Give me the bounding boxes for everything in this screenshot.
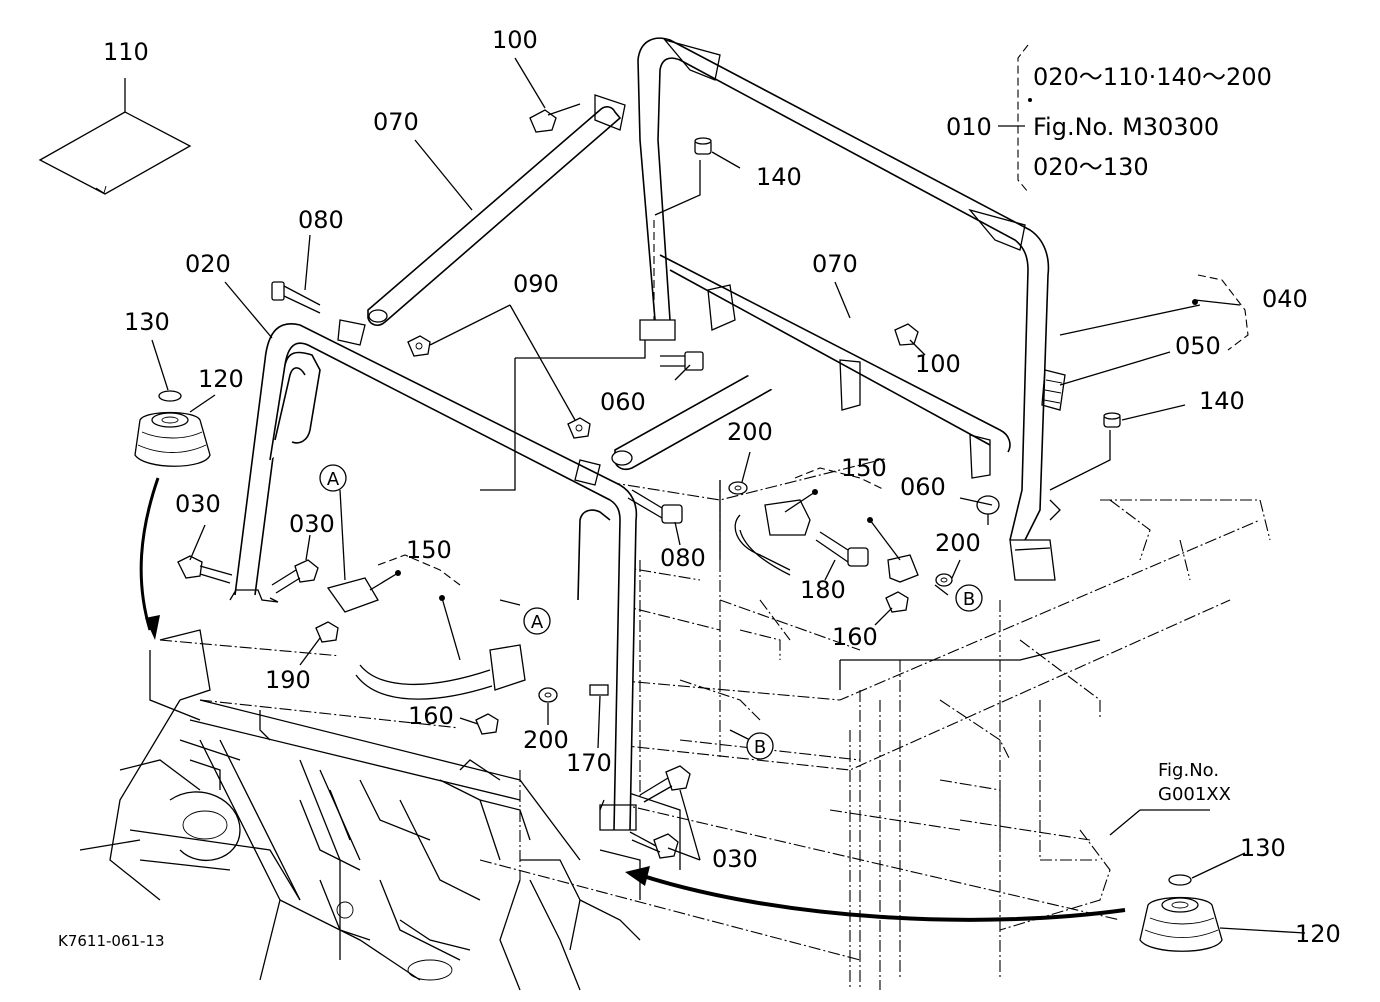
bolt-030-left-b bbox=[271, 559, 319, 594]
grommet-left bbox=[134, 390, 211, 467]
svg-text:A: A bbox=[531, 612, 544, 633]
note-line-3: 020～130 bbox=[1033, 153, 1149, 181]
callout-030-left-b[interactable]: 030 bbox=[289, 510, 335, 538]
callout-170[interactable]: 170 bbox=[566, 749, 612, 777]
callout-040[interactable]: 040 bbox=[1262, 285, 1308, 313]
callout-140-right[interactable]: 140 bbox=[1199, 387, 1245, 415]
arrow-left-curve bbox=[139, 477, 160, 640]
note-line-1: 020～110·140～200 bbox=[1033, 63, 1272, 91]
bolt-100-top bbox=[529, 103, 581, 133]
callout-130-left[interactable]: 130 bbox=[124, 308, 170, 336]
bolt-030-bottom bbox=[629, 765, 691, 859]
callout-150-left[interactable]: 150 bbox=[406, 536, 452, 564]
group-bracket-150-right bbox=[784, 467, 901, 561]
callout-070-left[interactable]: 070 bbox=[373, 108, 419, 136]
callout-160-right[interactable]: 160 bbox=[832, 623, 878, 651]
nut-090-a bbox=[407, 335, 431, 357]
group-bracket-040 bbox=[1192, 274, 1249, 351]
washer-200-b bbox=[935, 573, 953, 587]
group-bracket-010 bbox=[998, 44, 1032, 193]
fig-ref-line-2: G001XX bbox=[1158, 784, 1231, 805]
arrow-right-curve bbox=[625, 866, 1126, 922]
callout-100-top[interactable]: 100 bbox=[492, 26, 538, 54]
callout-120-right[interactable]: 120 bbox=[1295, 920, 1341, 948]
callout-050[interactable]: 050 bbox=[1175, 332, 1221, 360]
callout-110[interactable]: 110 bbox=[103, 38, 149, 66]
rops-frame-front bbox=[229, 319, 638, 831]
callout-030-left-a[interactable]: 030 bbox=[175, 490, 221, 518]
callout-180[interactable]: 180 bbox=[800, 576, 846, 604]
cap-140-right bbox=[1103, 412, 1121, 428]
mark-b-top[interactable]: B bbox=[955, 584, 983, 612]
callout-080-top[interactable]: 080 bbox=[298, 206, 344, 234]
callout-010[interactable]: 010 bbox=[946, 113, 992, 141]
callout-labels: 110 100 070 140 080 020 090 070 130 120 … bbox=[103, 26, 1341, 948]
leader-lines bbox=[151, 57, 1306, 934]
seat-belt-left bbox=[326, 577, 526, 700]
drawing-code: K7611-061-13 bbox=[58, 932, 165, 950]
bolt-100-mid bbox=[894, 323, 919, 346]
seat-belt-right bbox=[734, 499, 919, 583]
assembly-note: 010 020～110·140～200 Fig.No. M30300 020～1… bbox=[946, 63, 1272, 181]
callout-150-right[interactable]: 150 bbox=[841, 454, 887, 482]
callout-130-right[interactable]: 130 bbox=[1240, 834, 1286, 862]
callout-190[interactable]: 190 bbox=[265, 666, 311, 694]
group-bracket-150-left bbox=[369, 554, 461, 661]
callout-060-right[interactable]: 060 bbox=[900, 473, 946, 501]
manual-sheet bbox=[38, 78, 192, 195]
cross-bar-left bbox=[367, 94, 626, 327]
lower-left-chassis bbox=[79, 629, 681, 991]
mark-a-top[interactable]: A bbox=[319, 464, 347, 492]
rops-frame-rear bbox=[637, 37, 1066, 581]
callout-090[interactable]: 090 bbox=[513, 270, 559, 298]
belt-bracket-170 bbox=[589, 684, 609, 696]
bolt-180 bbox=[815, 531, 869, 567]
callout-200-right[interactable]: 200 bbox=[935, 529, 981, 557]
callout-100-mid[interactable]: 100 bbox=[915, 350, 961, 378]
bolt-060-right bbox=[976, 495, 1000, 525]
callout-020[interactable]: 020 bbox=[185, 250, 231, 278]
svg-text:B: B bbox=[963, 589, 975, 610]
nut-160-left bbox=[475, 713, 499, 735]
nut-090-b bbox=[567, 417, 591, 439]
callout-200-top[interactable]: 200 bbox=[727, 418, 773, 446]
callout-080-mid[interactable]: 080 bbox=[660, 544, 706, 572]
bolt-030-left-a bbox=[177, 555, 233, 584]
cap-140-top bbox=[694, 137, 712, 155]
callout-160-left[interactable]: 160 bbox=[408, 702, 454, 730]
fig-ref-line-1: Fig.No. bbox=[1158, 760, 1219, 781]
svg-text:B: B bbox=[754, 737, 766, 758]
callout-200-bottom[interactable]: 200 bbox=[523, 726, 569, 754]
callout-060-mid[interactable]: 060 bbox=[600, 388, 646, 416]
bolt-080-mid bbox=[627, 489, 683, 524]
mark-b-bottom[interactable]: B bbox=[746, 732, 774, 760]
svg-text:A: A bbox=[327, 469, 340, 490]
bolt-060-mid bbox=[660, 351, 704, 371]
callout-070-right[interactable]: 070 bbox=[812, 250, 858, 278]
nut-190 bbox=[315, 621, 339, 643]
callout-030-bottom[interactable]: 030 bbox=[712, 845, 758, 873]
fig-reference: Fig.No. G001XX bbox=[1158, 760, 1231, 805]
note-line-2: Fig.No. M30300 bbox=[1033, 113, 1219, 141]
mark-a-bottom[interactable]: A bbox=[523, 607, 551, 635]
washer-200-c bbox=[538, 687, 558, 703]
nut-160-right bbox=[885, 591, 909, 613]
callout-140-top[interactable]: 140 bbox=[756, 163, 802, 191]
washer-200-a bbox=[728, 481, 748, 495]
callout-120-left[interactable]: 120 bbox=[198, 365, 244, 393]
grommet-right bbox=[1139, 874, 1223, 952]
bolt-080-top bbox=[271, 281, 321, 314]
